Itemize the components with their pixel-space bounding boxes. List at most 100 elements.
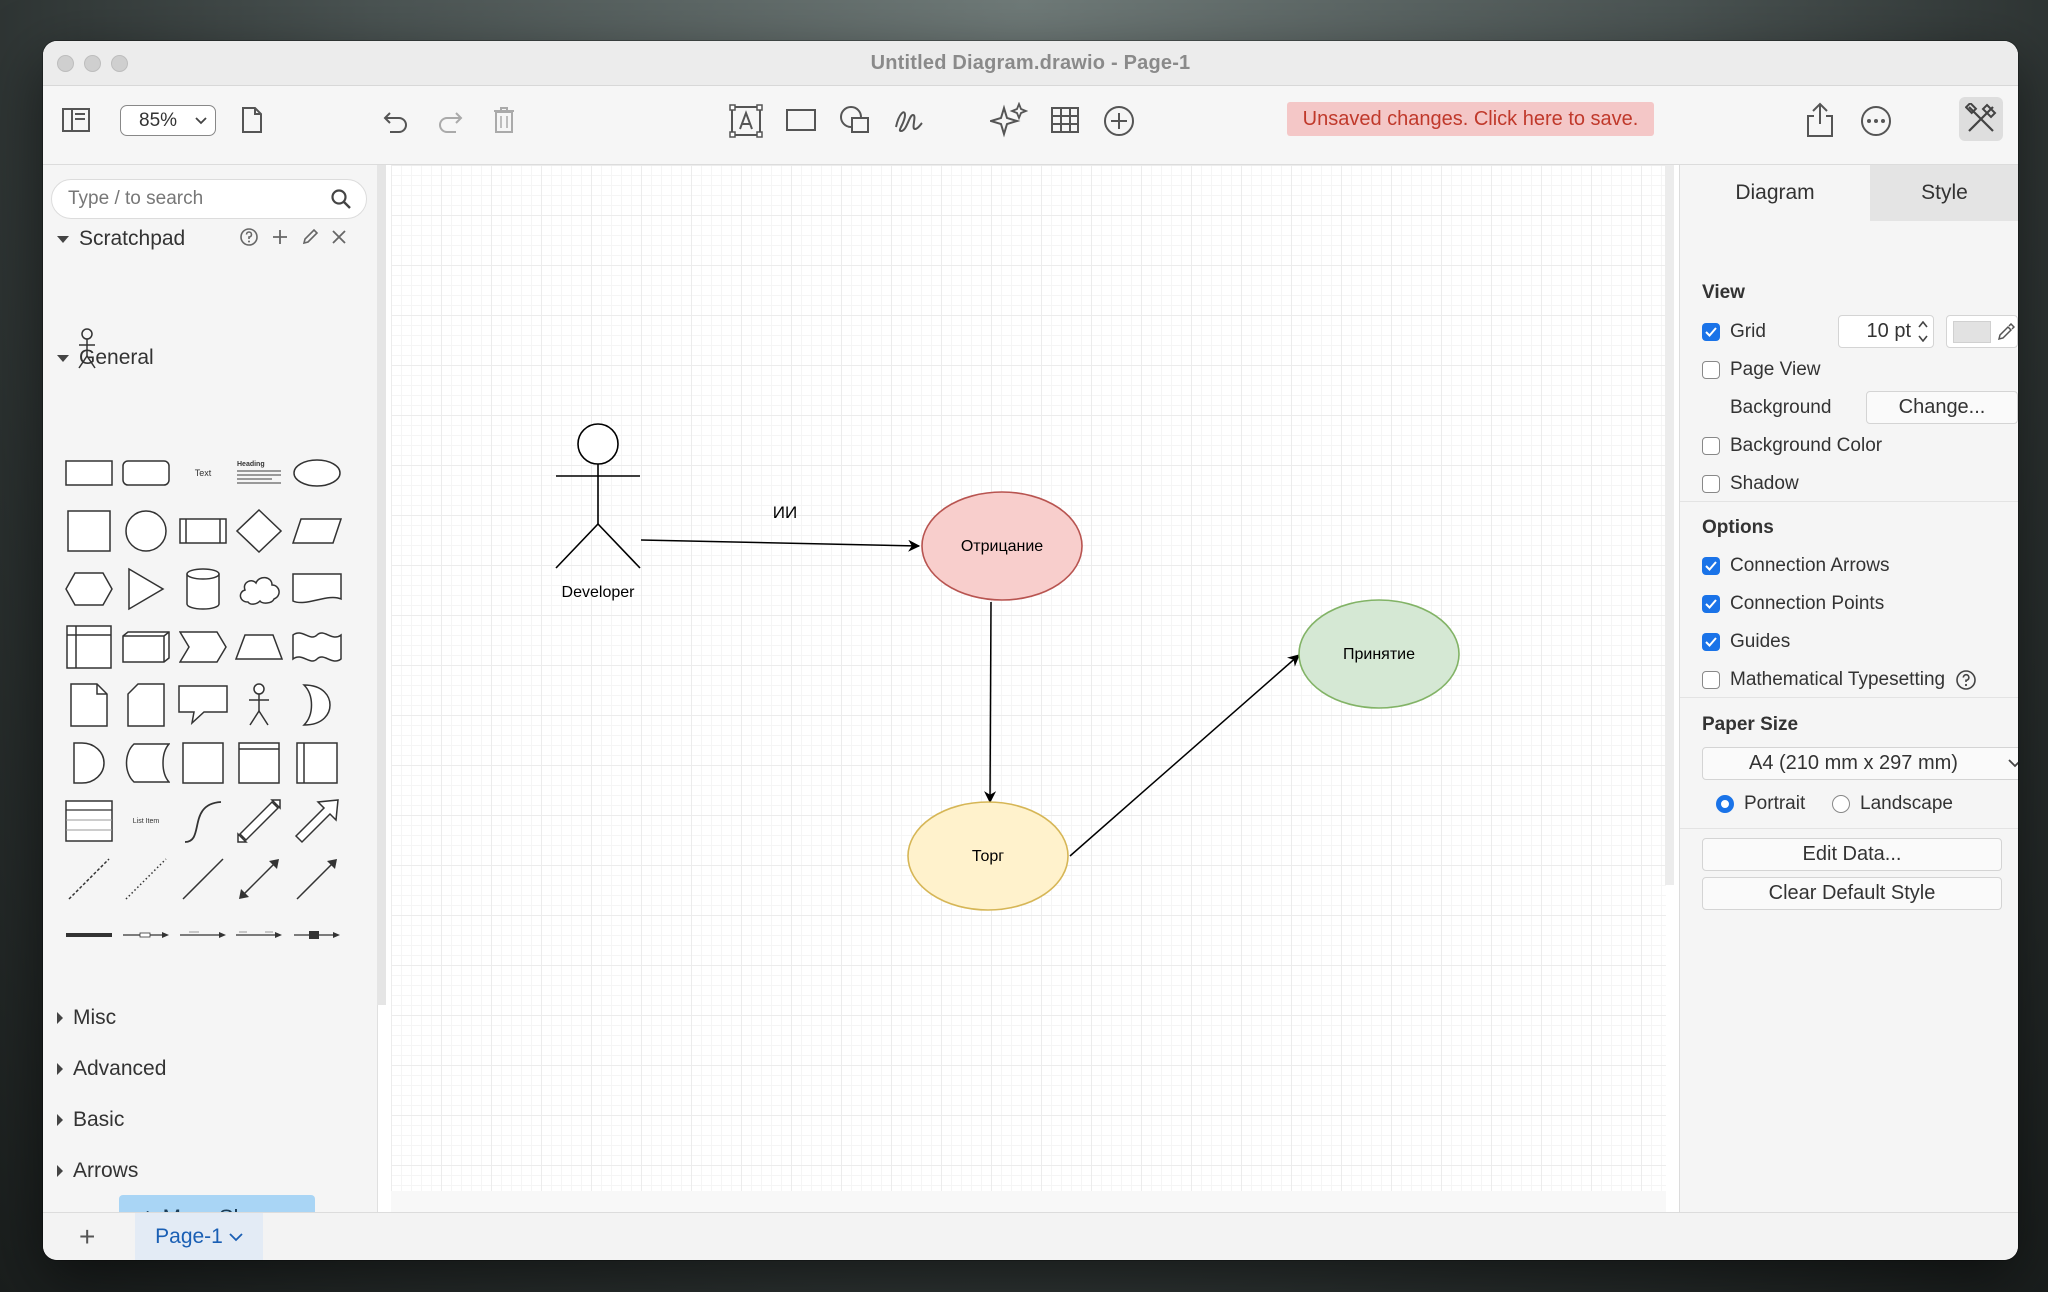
chevron-up-icon[interactable] [1918, 320, 1928, 328]
shape-cylinder[interactable] [175, 563, 231, 615]
shape-note[interactable] [61, 679, 117, 731]
shape-frame[interactable] [175, 737, 231, 789]
page-setup-button[interactable] [239, 105, 265, 135]
grid-option[interactable]: Grid [1702, 321, 1766, 343]
shape-tape[interactable] [289, 621, 345, 673]
scratchpad-header[interactable]: Scratchpad [57, 227, 185, 251]
landscape-option[interactable]: Landscape [1832, 793, 1953, 815]
shape-ellipse[interactable] [289, 447, 345, 499]
generate-ai-button[interactable] [989, 101, 1029, 139]
shape-diamond[interactable] [231, 505, 287, 557]
shape-circle[interactable] [118, 505, 174, 557]
change-background-button[interactable]: Change... [1866, 391, 2018, 424]
undo-button[interactable] [381, 107, 411, 135]
connection-points-option[interactable]: Connection Points [1702, 593, 1884, 615]
format-panel-toggle-button[interactable] [62, 107, 90, 133]
shape-dashed-line[interactable] [61, 853, 117, 905]
redo-button[interactable] [435, 107, 465, 135]
arrows-header[interactable]: Arrows [57, 1159, 138, 1183]
grid-color-picker[interactable] [1946, 315, 2018, 348]
shadow-option[interactable]: Shadow [1702, 473, 1799, 495]
shadow-checkbox[interactable] [1702, 475, 1720, 493]
minimize-window-button[interactable] [84, 55, 101, 72]
tab-diagram[interactable]: Diagram [1680, 165, 1870, 221]
shape-connector-symbol[interactable] [289, 909, 345, 961]
shape-or[interactable] [289, 679, 345, 731]
basic-header[interactable]: Basic [57, 1108, 124, 1132]
guides-checkbox[interactable] [1702, 633, 1720, 651]
clear-default-style-button[interactable]: Clear Default Style [1702, 877, 2002, 910]
node-acceptance[interactable]: Принятие [1298, 599, 1460, 709]
shape-callout[interactable] [175, 679, 231, 731]
shape-connector-arrow[interactable] [118, 909, 174, 961]
shape-list-item[interactable]: List Item [118, 795, 174, 847]
delete-button[interactable] [491, 105, 517, 135]
add-icon[interactable] [271, 228, 289, 246]
edge-label[interactable]: ИИ [773, 503, 797, 522]
shape-connector-labels[interactable] [231, 909, 287, 961]
insert-more-button[interactable] [1101, 103, 1137, 139]
shape-triangle[interactable] [118, 563, 174, 615]
portrait-option[interactable]: Portrait [1716, 793, 1805, 815]
chevron-down-icon[interactable] [1918, 335, 1928, 343]
edit-data-button[interactable]: Edit Data... [1702, 838, 2002, 871]
canvas-vertical-scrollbar[interactable] [1665, 165, 1674, 885]
advanced-header[interactable]: Advanced [57, 1057, 166, 1081]
shape-cube[interactable] [118, 621, 174, 673]
shape-process[interactable] [175, 505, 231, 557]
edge-negation-to-bargaining[interactable] [984, 601, 997, 804]
scratchpad-actor-item[interactable] [59, 325, 115, 377]
general-header[interactable]: General [57, 346, 154, 370]
shape-document[interactable] [289, 563, 345, 615]
freehand-button[interactable] [891, 103, 927, 137]
shape-stored-data[interactable] [118, 737, 174, 789]
node-bargaining[interactable]: Торг [907, 801, 1069, 911]
sidebar-scrollbar[interactable] [377, 165, 386, 1005]
misc-header[interactable]: Misc [57, 1006, 116, 1030]
tab-style[interactable]: Style [1870, 165, 2018, 221]
edge-bargaining-to-acceptance[interactable] [1069, 654, 1300, 857]
shape-text[interactable]: Text [175, 447, 231, 499]
paper-size-select[interactable]: A4 (210 mm x 297 mm) [1702, 747, 2018, 780]
shape-rectangle[interactable] [61, 447, 117, 499]
shape-link[interactable] [61, 909, 117, 961]
math-typesetting-checkbox[interactable] [1702, 671, 1720, 689]
shape-step[interactable] [175, 621, 231, 673]
shape-and[interactable] [61, 737, 117, 789]
page-tab-page-1[interactable]: Page-1 [135, 1213, 263, 1260]
insert-rectangle-button[interactable] [784, 105, 818, 135]
edit-icon[interactable] [301, 228, 319, 246]
shape-card[interactable] [118, 679, 174, 731]
insert-text-button[interactable] [728, 103, 764, 139]
landscape-radio[interactable] [1832, 795, 1850, 813]
node-negation[interactable]: Отрицание [921, 491, 1083, 601]
connection-points-checkbox[interactable] [1702, 595, 1720, 613]
shape-pool[interactable] [289, 737, 345, 789]
shape-curve[interactable] [175, 795, 231, 847]
diagram-canvas[interactable]: Developer ИИ Отрицание Принятие Торг [391, 165, 1666, 1235]
actor-developer[interactable]: Developer [555, 423, 641, 601]
chevron-down-icon[interactable] [229, 1232, 243, 1242]
search-icon[interactable] [330, 188, 352, 210]
edge-developer-to-negation[interactable] [640, 539, 921, 552]
grid-size-stepper[interactable] [1916, 317, 1930, 346]
grid-checkbox[interactable] [1702, 323, 1720, 341]
shape-rounded-rectangle[interactable] [118, 447, 174, 499]
shape-dotted-line[interactable] [118, 853, 174, 905]
shape-line[interactable] [175, 853, 231, 905]
shape-arrow[interactable] [289, 795, 345, 847]
shape-search-input[interactable] [66, 187, 330, 211]
background-color-option[interactable]: Background Color [1702, 435, 1882, 457]
zoom-select[interactable]: 85% [120, 105, 216, 136]
connection-arrows-checkbox[interactable] [1702, 557, 1720, 575]
close-window-button[interactable] [57, 55, 74, 72]
shape-parallelogram[interactable] [289, 505, 345, 557]
portrait-radio[interactable] [1716, 795, 1734, 813]
shape-hexagon[interactable] [61, 563, 117, 615]
help-icon[interactable] [1955, 669, 1977, 691]
share-button[interactable] [1803, 101, 1837, 139]
insert-shapes-button[interactable] [837, 103, 873, 137]
page-view-checkbox[interactable] [1702, 361, 1720, 379]
more-options-button[interactable] [1858, 103, 1894, 139]
shape-cloud[interactable] [231, 563, 287, 615]
